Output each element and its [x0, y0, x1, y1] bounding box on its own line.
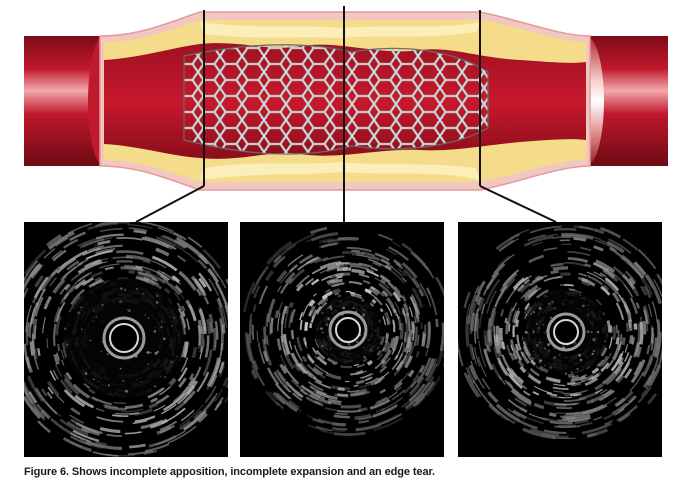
artery-illustration [24, 6, 668, 222]
section-lines [135, 6, 557, 222]
ivus-image-3 [458, 222, 662, 457]
ivus-image-2 [240, 222, 444, 457]
stent [183, 44, 489, 155]
ivus-image-1 [24, 222, 228, 457]
ivus-panel-incomplete-apposition [24, 222, 228, 457]
section-connector-1 [135, 185, 205, 222]
section-connector-3 [479, 185, 557, 222]
figure-caption: Figure 6. Shows incomplete apposition, i… [24, 466, 435, 478]
ivus-panel-edge-tear [458, 222, 662, 457]
ivus-panel-incomplete-expansion [240, 222, 444, 457]
